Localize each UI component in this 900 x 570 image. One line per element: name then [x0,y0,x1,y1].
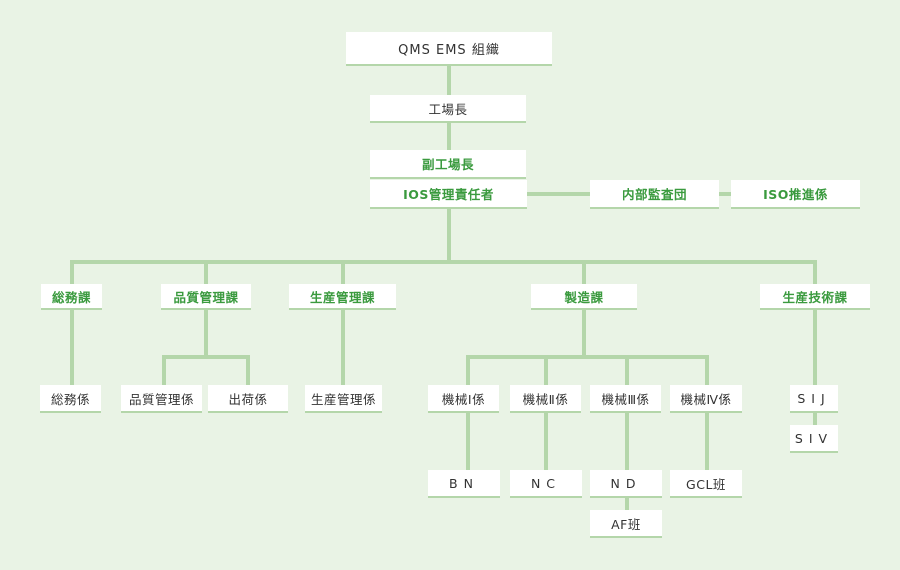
section-machine-1-box: 機械Ⅰ係 [428,385,499,413]
team-nd-box: ND [590,470,662,498]
dept-manufacturing-box: 製造課 [531,284,637,310]
dept-production-control-label: 生産管理課 [309,289,375,305]
team-bn-box: BN [428,470,500,498]
iso-promotion-label: ISO推進係 [763,187,828,202]
dept-quality-control-label: 品質管理課 [173,289,239,305]
team-nc-label: NC [530,475,562,491]
section-machine-4-box: 機械Ⅳ係 [670,385,742,413]
section-siv-box: SIV [790,425,838,453]
section-quality-control-label: 品質管理係 [128,391,194,407]
factory-manager-label: 工場長 [428,101,468,117]
dept-general-affairs-box: 総務課 [41,284,102,310]
section-shipping-box: 出荷係 [208,385,288,413]
section-general-affairs-label: 総務係 [50,391,90,407]
section-siv-label: SIV [794,430,834,446]
section-machine-2-box: 機械Ⅱ係 [510,385,581,413]
dept-production-engineering-label: 生産技術課 [782,289,848,305]
section-general-affairs-box: 総務係 [40,385,101,413]
section-machine-3-box: 機械Ⅲ係 [590,385,661,413]
section-sij-box: SIJ [790,385,838,413]
iso-promotion-box: ISO推進係 [731,180,860,209]
section-production-control-label: 生産管理係 [310,391,376,407]
org-top-box: QMS EMS 組織 [346,32,552,66]
section-sij-label: SIJ [797,390,831,406]
org-top-label: QMS EMS 組織 [398,42,500,58]
team-nd-label: ND [610,475,642,491]
team-bn-label: BN [449,475,479,491]
section-machine-1-label: 機械Ⅰ係 [441,391,486,407]
ios-manager-box: IOS管理責任者 [370,180,527,209]
internal-audit-box: 内部監査団 [590,180,719,209]
section-machine-2-label: 機械Ⅱ係 [522,391,569,407]
section-production-control-box: 生産管理係 [305,385,382,413]
deputy-manager-box: 副工場長 [370,150,526,179]
dept-general-affairs-label: 総務課 [51,289,91,305]
section-shipping-label: 出荷係 [228,391,268,407]
dept-production-engineering-box: 生産技術課 [760,284,870,310]
team-gcl-box: GCL班 [670,470,742,498]
deputy-manager-label: 副工場長 [421,157,474,172]
dept-production-control-box: 生産管理課 [289,284,396,310]
dept-manufacturing-label: 製造課 [564,289,604,305]
team-gcl-label: GCL班 [686,476,726,492]
team-af-label: AF班 [611,516,641,532]
team-af-box: AF班 [590,510,662,538]
dept-quality-control-box: 品質管理課 [161,284,251,310]
section-machine-3-label: 機械Ⅲ係 [601,391,650,407]
section-machine-4-label: 機械Ⅳ係 [680,391,732,407]
factory-manager-box: 工場長 [370,95,526,123]
internal-audit-label: 内部監査団 [621,187,687,202]
ios-manager-label: IOS管理責任者 [403,187,494,202]
section-quality-control-box: 品質管理係 [121,385,202,413]
team-nc-box: NC [510,470,582,498]
